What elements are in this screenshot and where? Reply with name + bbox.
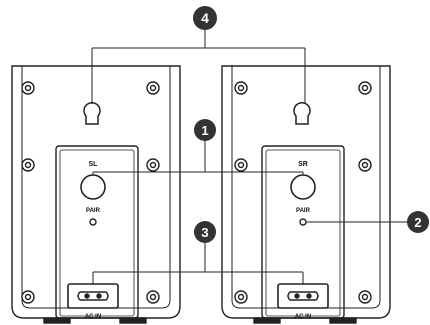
left-speaker-cabinet (11, 65, 181, 319)
left-screw-bl (21, 290, 35, 304)
svg-text:4: 4 (201, 10, 209, 26)
left-screw-br (146, 290, 160, 304)
svg-text:2: 2 (414, 215, 421, 230)
right-ac-pin-b (306, 293, 312, 299)
right-screw-mr (358, 158, 372, 172)
callout-badge-2: 2 (407, 211, 429, 233)
left-power-label: AC IN (85, 314, 101, 320)
left-connector-panel-inner (59, 149, 135, 317)
right-ac-pin-a (294, 293, 300, 299)
right-pair-label: PAIR (296, 208, 311, 214)
right-power-label: AC IN (295, 314, 311, 320)
right-screw-tl (234, 81, 248, 95)
right-connector-panel-inner (265, 149, 341, 317)
left-ac-inlet[interactable] (67, 283, 119, 309)
leader-3 (92, 242, 304, 284)
left-ac-pin-b (96, 293, 102, 299)
right-speaker-foot-right (329, 317, 357, 324)
left-pair-label: PAIR (86, 208, 101, 214)
right-pair-button[interactable] (290, 174, 316, 200)
right-ac-inlet[interactable] (277, 283, 329, 309)
left-pair-led (89, 218, 97, 226)
left-keyhole-icon (83, 101, 101, 125)
left-pair-button[interactable] (80, 174, 106, 200)
left-ac-pin-a (84, 293, 90, 299)
left-ac-inlet-socket (77, 291, 109, 301)
left-screw-ml (21, 158, 35, 172)
right-screw-ml (234, 158, 248, 172)
left-connector-panel (55, 145, 139, 319)
right-speaker-cabinet (221, 65, 391, 319)
callout-leader-lines (91, 30, 412, 284)
right-screw-br (358, 290, 372, 304)
svg-text:1: 1 (201, 123, 208, 138)
left-channel-label: SL (89, 161, 99, 168)
right-screw-bl (234, 290, 248, 304)
callout-badge-4: 4 (193, 6, 217, 30)
leader-1 (92, 140, 304, 175)
svg-text:3: 3 (201, 225, 208, 240)
right-speaker-foot-left (253, 317, 281, 324)
right-screw-tr (358, 81, 372, 95)
left-screw-tr (146, 81, 160, 95)
right-channel-label: SR (298, 161, 308, 168)
left-screw-mr (146, 158, 160, 172)
callout-badge-1: 1 (194, 119, 216, 141)
left-speaker (11, 65, 181, 324)
right-keyhole-icon (293, 101, 311, 125)
right-speaker (221, 65, 391, 324)
left-speaker-foot-left (43, 317, 71, 324)
left-speaker-foot-right (119, 317, 147, 324)
right-connector-panel (261, 145, 345, 319)
callout-badge-3: 3 (194, 221, 216, 243)
left-screw-tl (21, 81, 35, 95)
right-ac-inlet-socket (287, 291, 319, 301)
right-pair-led (299, 218, 307, 226)
leader-4 (91, 30, 306, 104)
